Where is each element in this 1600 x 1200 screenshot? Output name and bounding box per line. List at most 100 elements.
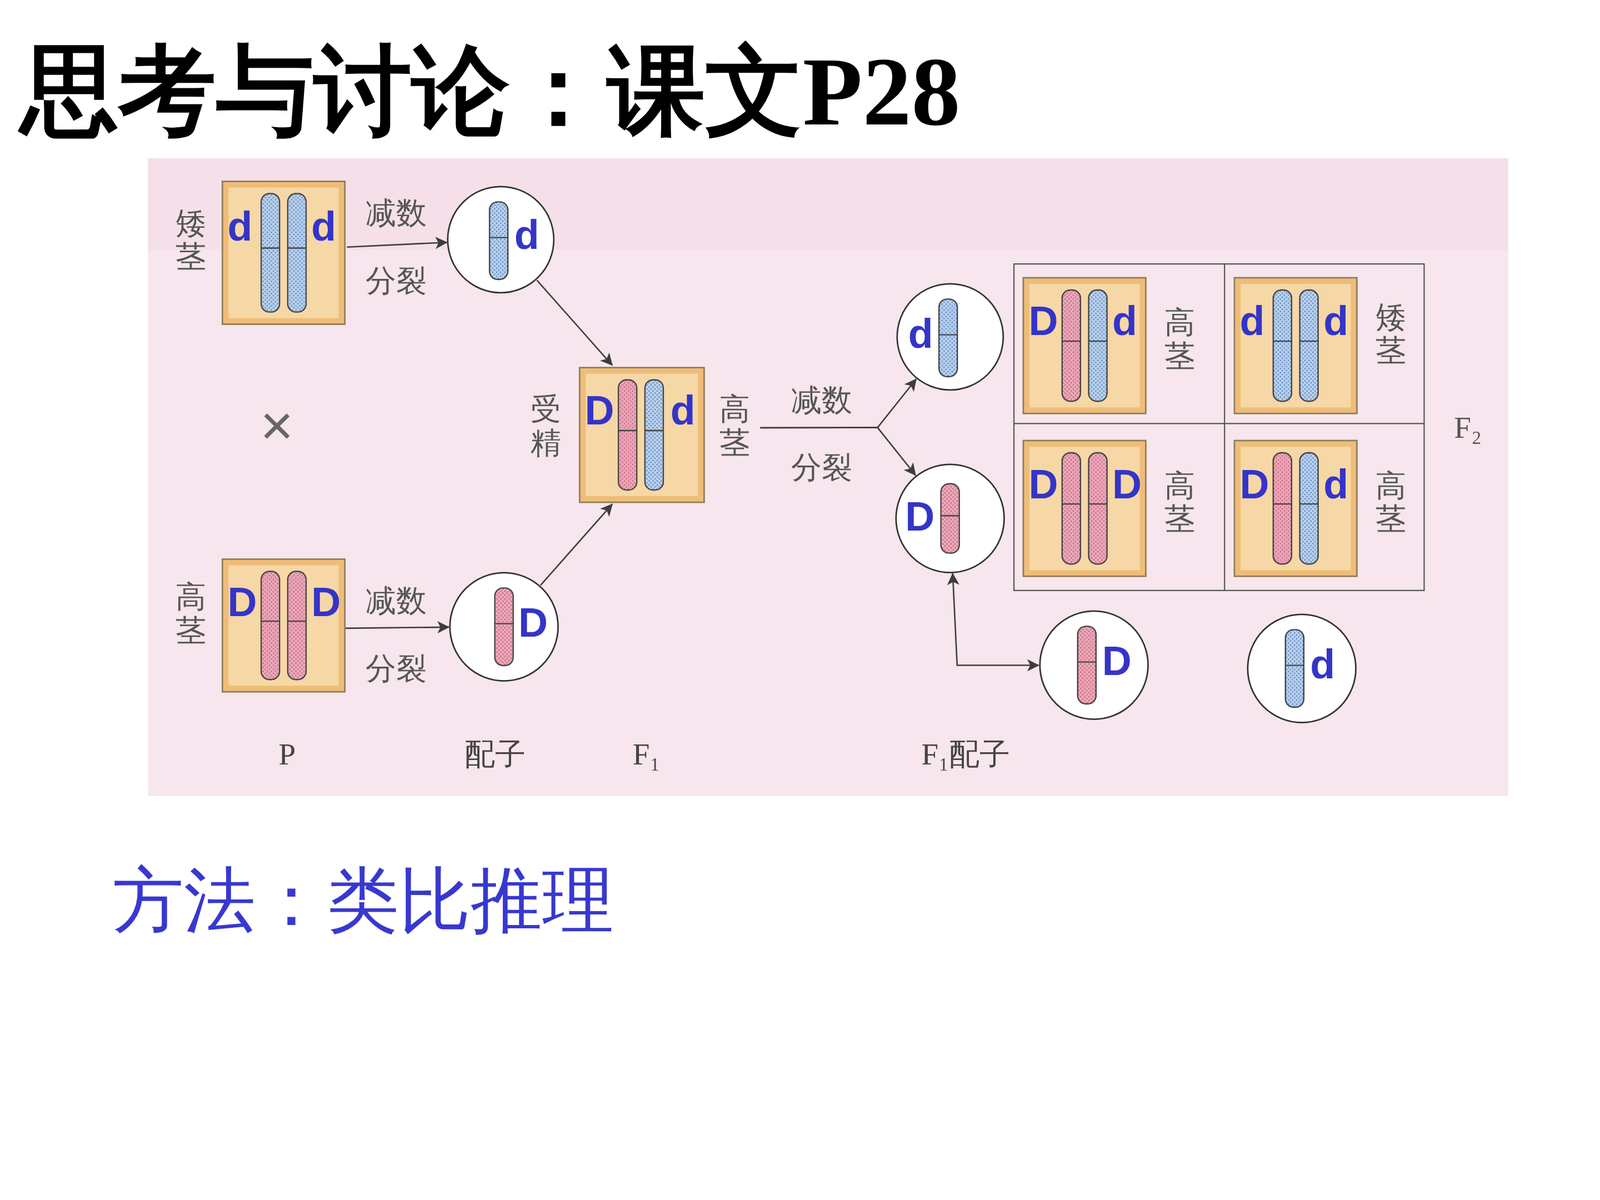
allele-letter: d [514,214,540,255]
slide-title: 思考与讨论：课文P28 [20,35,961,149]
phenotype-label: 矮茎 [1375,301,1407,369]
panel-shade [147,158,1508,250]
gamete-outline [450,572,559,681]
phenotype-label: 高茎 [719,392,750,460]
genotype-cell: DD高茎 [1023,440,1202,579]
chromosome [261,571,280,680]
centromere [287,620,307,622]
arrow-connector [345,627,449,629]
cell-outline [579,367,704,502]
arrow-connector [346,242,447,248]
gamete-outline [896,283,1003,390]
process-label: 减数分裂 [363,179,429,314]
grid-outline [1013,263,1424,591]
generation-label: 配子 [464,736,526,772]
chromosome [940,483,959,554]
centromere [938,333,958,335]
allele-letter: D [1240,463,1270,505]
chromosome [1062,290,1081,402]
arrow-connector [536,280,613,365]
cross-sign: × [260,392,294,459]
centromere [618,429,637,431]
centromere [940,515,959,517]
generation-label: F₁ [632,736,661,772]
genotype-cell: Dd 高茎 [1023,277,1202,416]
allele-letter: d [1112,300,1138,342]
generation-label: F₂ [1453,411,1482,445]
chromosome [1273,452,1292,564]
cell-outline [222,181,345,325]
phenotype-label: 高茎 [1164,469,1195,537]
grid-line [1223,263,1225,591]
chromosome [1062,452,1081,564]
centromere [495,622,514,624]
allele-letter: D [1112,463,1142,505]
genotype-cell: d d 矮茎 [1234,277,1413,416]
allele-letter: d [311,206,337,247]
gamete: D [1038,610,1149,720]
allele-letter: D [227,581,258,623]
allele-letter: d [1323,300,1349,342]
cell-outline [1023,440,1146,577]
allele-letter: d [227,206,253,247]
genotype-cell: 矮茎 d d [168,178,347,328]
gamete-outline [1247,614,1357,723]
centromere [1300,503,1319,505]
process-label: 减数分裂 [363,567,429,702]
centromere [1088,503,1108,505]
arrow-connector [540,503,613,585]
method-note: 方法：类比推理 [112,859,614,942]
chromosome [261,193,280,313]
allele-letter: d [1310,643,1335,685]
gamete-circle [1038,610,1149,720]
gamete: d [896,282,1005,392]
offspring-grid: F₂Dd高茎dd矮茎DD高茎Dd高茎 [1013,263,1493,592]
chromosome [1300,290,1319,402]
gamete: d [446,185,555,294]
allele-letter: D [905,496,935,537]
genotype-cell: 受精Dd高茎 [525,365,760,505]
gamete-outline [447,186,554,293]
centromere [287,247,307,249]
allele-letter: D [311,581,341,623]
chromosome [645,379,664,490]
phenotype-label: 受精 [530,392,562,460]
phenotype-label: 高茎 [1164,306,1195,374]
chromosome [287,571,307,680]
grid-line [1013,422,1424,424]
centromere [645,429,664,431]
phenotype-label: 高茎 [1375,469,1407,537]
chromosome [1285,629,1304,708]
gamete: d [1246,613,1357,724]
allele-letter: d [1240,300,1265,342]
centromere [1088,340,1108,342]
chromosome [1088,290,1108,402]
chromosome [1088,452,1108,564]
generation-label: P [278,736,296,772]
chromosome [495,587,514,666]
allele-letter: d [1323,463,1349,505]
cell-outline [1023,277,1146,414]
centromere [1273,503,1292,505]
cell-outline [1234,277,1357,414]
allele-letter: D [1028,300,1058,342]
chromosome [490,202,509,280]
allele-letter: d [908,313,934,354]
allele-letter: d [670,390,696,431]
centromere [1300,340,1319,342]
cell-outline [222,559,345,693]
genotype-cell: 高茎DD [168,556,345,695]
allele-letter: D [1102,640,1132,682]
chromosome [618,379,637,490]
chromosome [1300,452,1319,564]
centromere [1285,664,1304,666]
phenotype-label: 矮茎 [175,207,207,275]
chromosome [1077,626,1097,705]
cell-outline [1234,440,1357,577]
centromere [1062,340,1081,342]
gamete: D [448,571,559,682]
centromere [490,237,509,239]
chromosome [938,298,958,377]
centromere [1062,503,1081,505]
